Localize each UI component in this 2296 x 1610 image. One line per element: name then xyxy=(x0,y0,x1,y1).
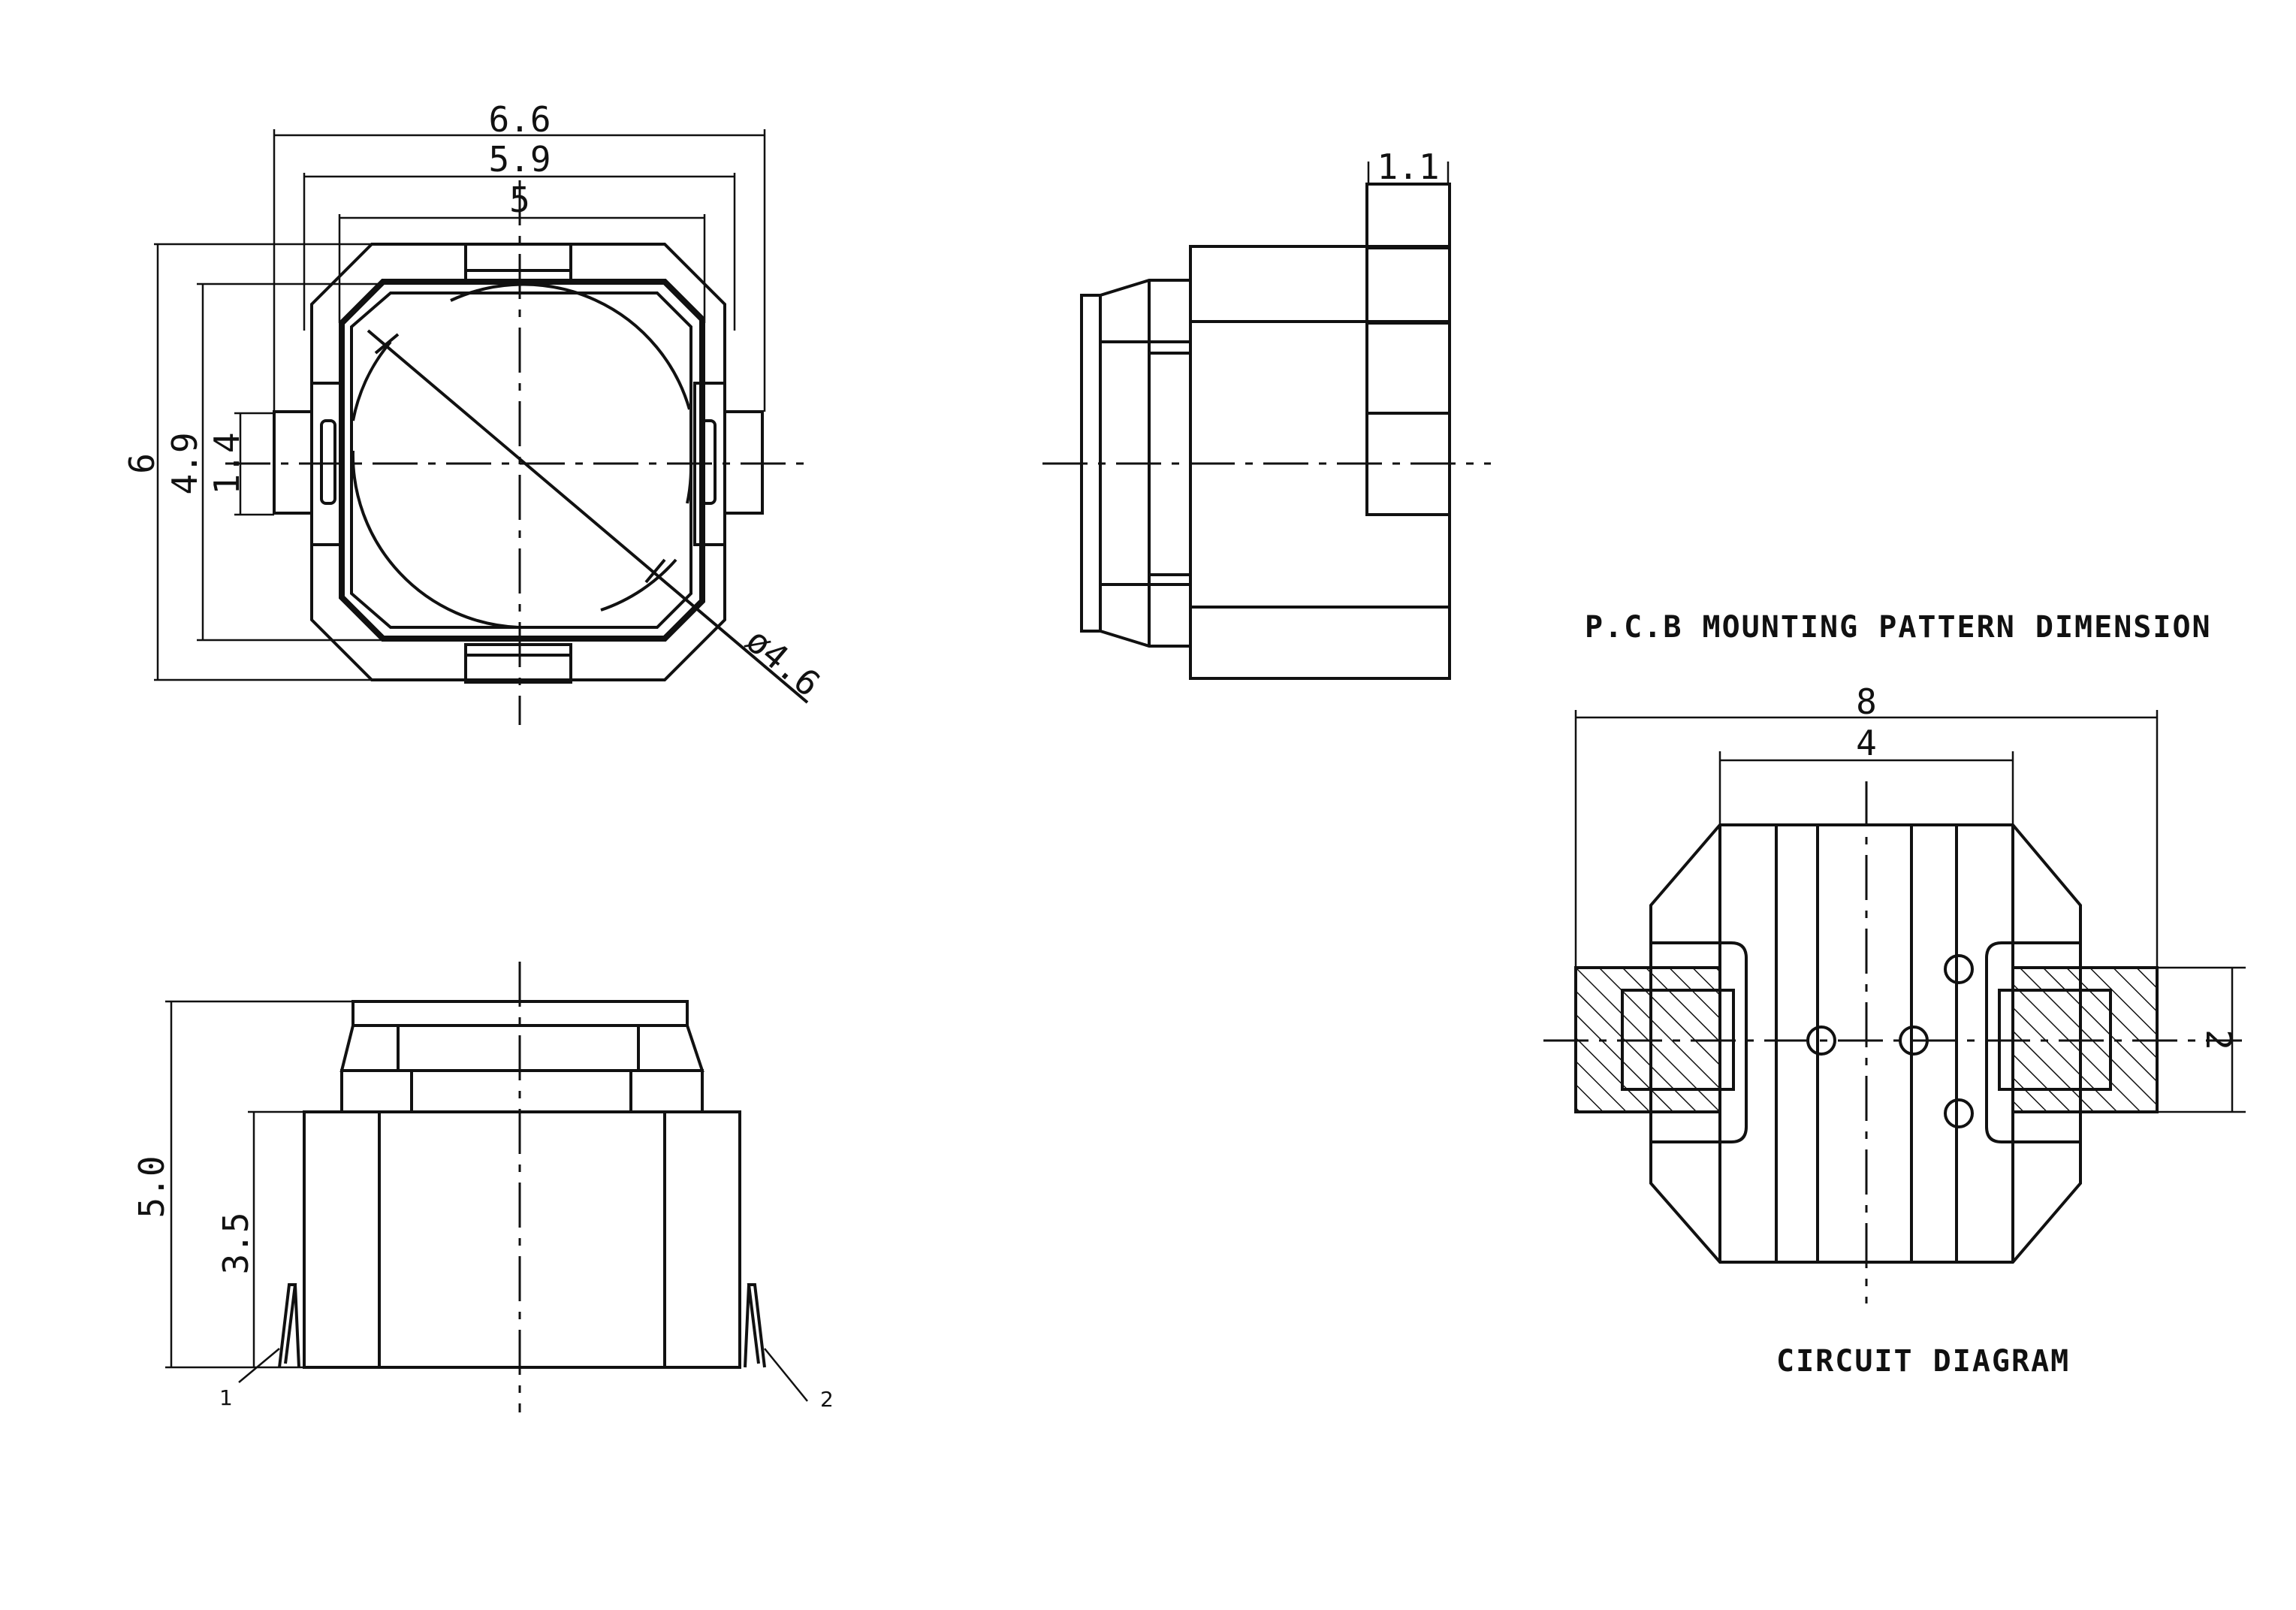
actuator-circle xyxy=(351,282,693,629)
pcb-pattern: P.C.B MOUNTING PATTERN DIMENSION 8 xyxy=(1543,610,2246,1379)
front-cap-base xyxy=(340,1069,704,1113)
dim-tab-depth: 1.1 xyxy=(1377,147,1439,187)
top-view-cap-inner xyxy=(350,291,692,629)
pcb-title: P.C.B MOUNTING PATTERN DIMENSION xyxy=(1585,610,2212,645)
side-tab-top xyxy=(1365,183,1451,249)
top-tab xyxy=(464,243,572,283)
side-view: 1.1 xyxy=(1042,147,1491,680)
dim-tab-height: 1.4 xyxy=(207,432,247,494)
top-view: 6.6 5.9 5 6 4.9 1.4 ø4.6 xyxy=(122,99,828,725)
pin-1-label: 1 xyxy=(219,1385,233,1410)
dim-body-height: 3.5 xyxy=(216,1212,256,1274)
dim-body-width: 5.9 xyxy=(488,139,551,180)
dim-overall-height: 6 xyxy=(122,453,162,474)
dim-diameter: ø4.6 xyxy=(738,620,828,705)
pcb-hole-3 xyxy=(1944,954,1974,984)
pcb-dim-inner: 4 xyxy=(1856,723,1877,763)
dim-total-height: 5.0 xyxy=(131,1155,172,1218)
pin-1 xyxy=(278,1283,300,1368)
front-view: 5.0 3.5 1 2 xyxy=(131,962,834,1412)
pin-2 xyxy=(744,1283,766,1368)
dim-cap-width: 5 xyxy=(509,180,530,220)
pcb-dim-width: 8 xyxy=(1856,681,1877,722)
pcb-dim-pad: 2 xyxy=(2198,1029,2239,1050)
circuit-diagram-label: CIRCUIT DIAGRAM xyxy=(1776,1344,2070,1379)
pcb-hole-4 xyxy=(1944,1098,1974,1128)
dim-body-height: 4.9 xyxy=(164,432,205,494)
front-body xyxy=(303,1110,741,1369)
dim-overall-width: 6.6 xyxy=(488,99,551,140)
diameter-leader xyxy=(367,329,809,704)
pin-2-label: 2 xyxy=(820,1387,834,1412)
bottom-tab xyxy=(464,643,572,684)
